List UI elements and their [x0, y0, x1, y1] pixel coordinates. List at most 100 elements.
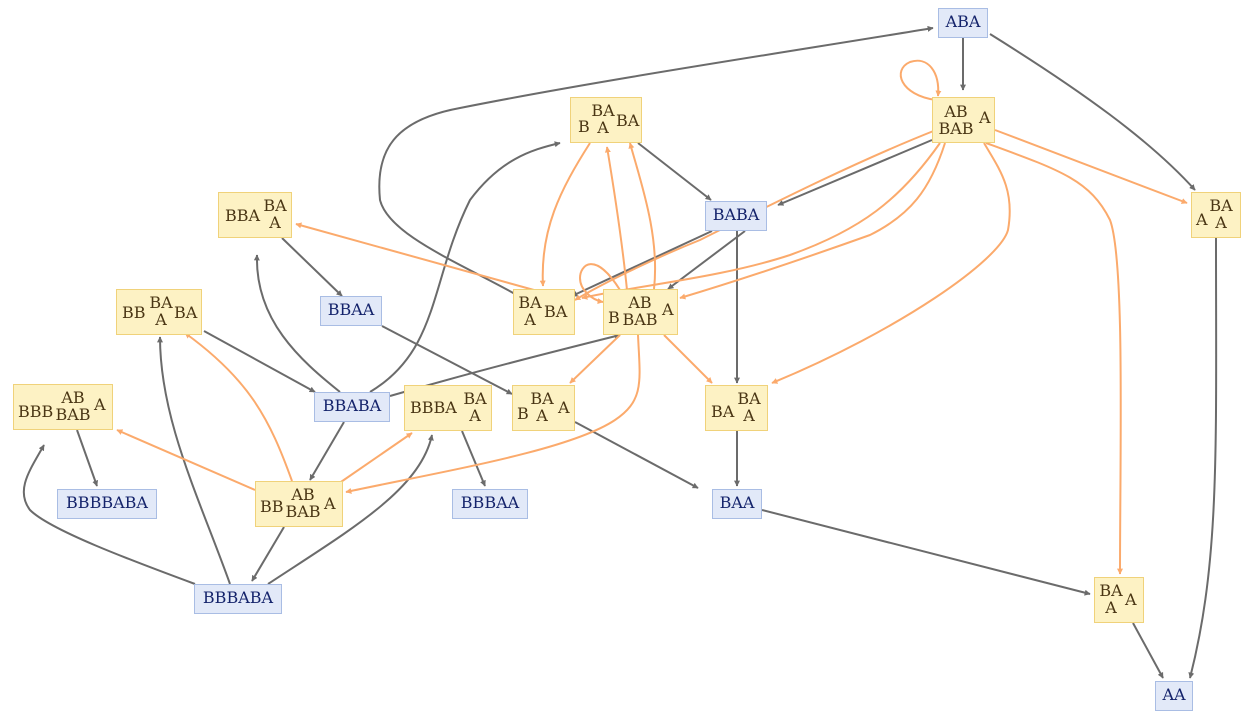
gray-edge-25	[574, 421, 699, 489]
stack-top: BA	[530, 389, 554, 408]
prefix: BB	[122, 303, 146, 322]
gray-edge-23	[76, 429, 99, 487]
stack-top: BA	[591, 101, 615, 120]
prefix: A	[1196, 210, 1208, 229]
stack-top: AB	[61, 388, 85, 407]
node-bbbaa[interactable]: BBBAA	[452, 489, 528, 519]
orange-edge-27	[994, 129, 1188, 204]
gray-edge-22	[22, 444, 196, 585]
node-bbaa[interactable]: BBAA	[320, 296, 382, 326]
stack-bottom: A	[1105, 598, 1117, 617]
stack-top: BA	[737, 389, 761, 408]
gray-edge-3	[1132, 622, 1164, 679]
gray-edge-24	[461, 430, 486, 487]
suffix: A	[558, 398, 570, 417]
orange-edge-26	[899, 59, 942, 101]
gray-edge-13	[253, 254, 341, 393]
stack-bottom: A	[469, 406, 481, 425]
node-aa[interactable]: AA	[1155, 681, 1193, 711]
suffix: BA	[544, 302, 568, 321]
stack-bottom: BAB	[938, 119, 974, 138]
gray-edge-4	[761, 509, 1091, 596]
stack-bottom: BAB	[622, 310, 658, 329]
orange-edge-36	[578, 263, 621, 304]
orange-edge-41	[184, 332, 293, 482]
gray-edge-12	[369, 141, 561, 393]
orange-edge-34	[604, 146, 628, 291]
stack-bottom: BAB	[55, 405, 91, 424]
gray-edge-21	[267, 434, 434, 585]
gray-edge-9	[571, 230, 713, 297]
stack-top: BA	[518, 293, 542, 312]
stack-bottom: A	[1215, 213, 1227, 232]
stack-top: AB	[291, 485, 315, 504]
stack-bottom: A	[524, 310, 536, 329]
gray-edge-20	[157, 336, 231, 585]
node-bbbaba[interactable]: BBBABA	[194, 584, 282, 614]
orange-edge-38	[569, 334, 621, 384]
stack-top: AB	[628, 293, 652, 312]
node-bbaba[interactable]: BBABA	[314, 392, 390, 422]
node-aba[interactable]: ABA	[938, 8, 988, 38]
stack-top: BA	[149, 293, 173, 312]
stack-bottom: A	[597, 118, 609, 137]
stack-top: BA	[463, 389, 487, 408]
suffix: BA	[174, 303, 198, 322]
stack-bottom: A	[536, 406, 548, 425]
stack-bottom: A	[269, 213, 281, 232]
node-bbbbaba[interactable]: BBBBABA	[57, 489, 157, 519]
node-baba[interactable]: BABA	[705, 201, 767, 231]
suffix: A	[979, 108, 991, 127]
node-baa[interactable]: BAA	[712, 489, 762, 519]
orange-edge-31	[581, 142, 941, 300]
gray-edge-11	[378, 25, 934, 311]
stack-top: BA	[1209, 196, 1233, 215]
stack-bottom: A	[743, 406, 755, 425]
gray-edge-18	[309, 421, 345, 481]
stack-top: BA	[1099, 581, 1123, 600]
orange-edge-42	[116, 429, 256, 491]
prefix: BBA	[225, 206, 261, 225]
stack-top: BA	[263, 196, 287, 215]
orange-edge-39	[663, 334, 713, 384]
orange-edge-33	[539, 142, 591, 287]
gray-edge-1	[989, 33, 1196, 191]
gray-edge-2	[1188, 237, 1218, 679]
suffix: A	[94, 395, 106, 414]
gray-edge-19	[251, 526, 285, 582]
orange-edge-30	[679, 142, 946, 300]
orange-edge-37	[295, 222, 553, 296]
gray-edge-16	[203, 330, 316, 393]
orange-edge-43	[337, 432, 413, 485]
orange-edge-28	[985, 142, 1124, 575]
prefix: B	[517, 404, 529, 423]
stack-top: AB	[944, 102, 968, 121]
suffix: A	[324, 494, 336, 513]
prefix: BA	[711, 402, 735, 421]
